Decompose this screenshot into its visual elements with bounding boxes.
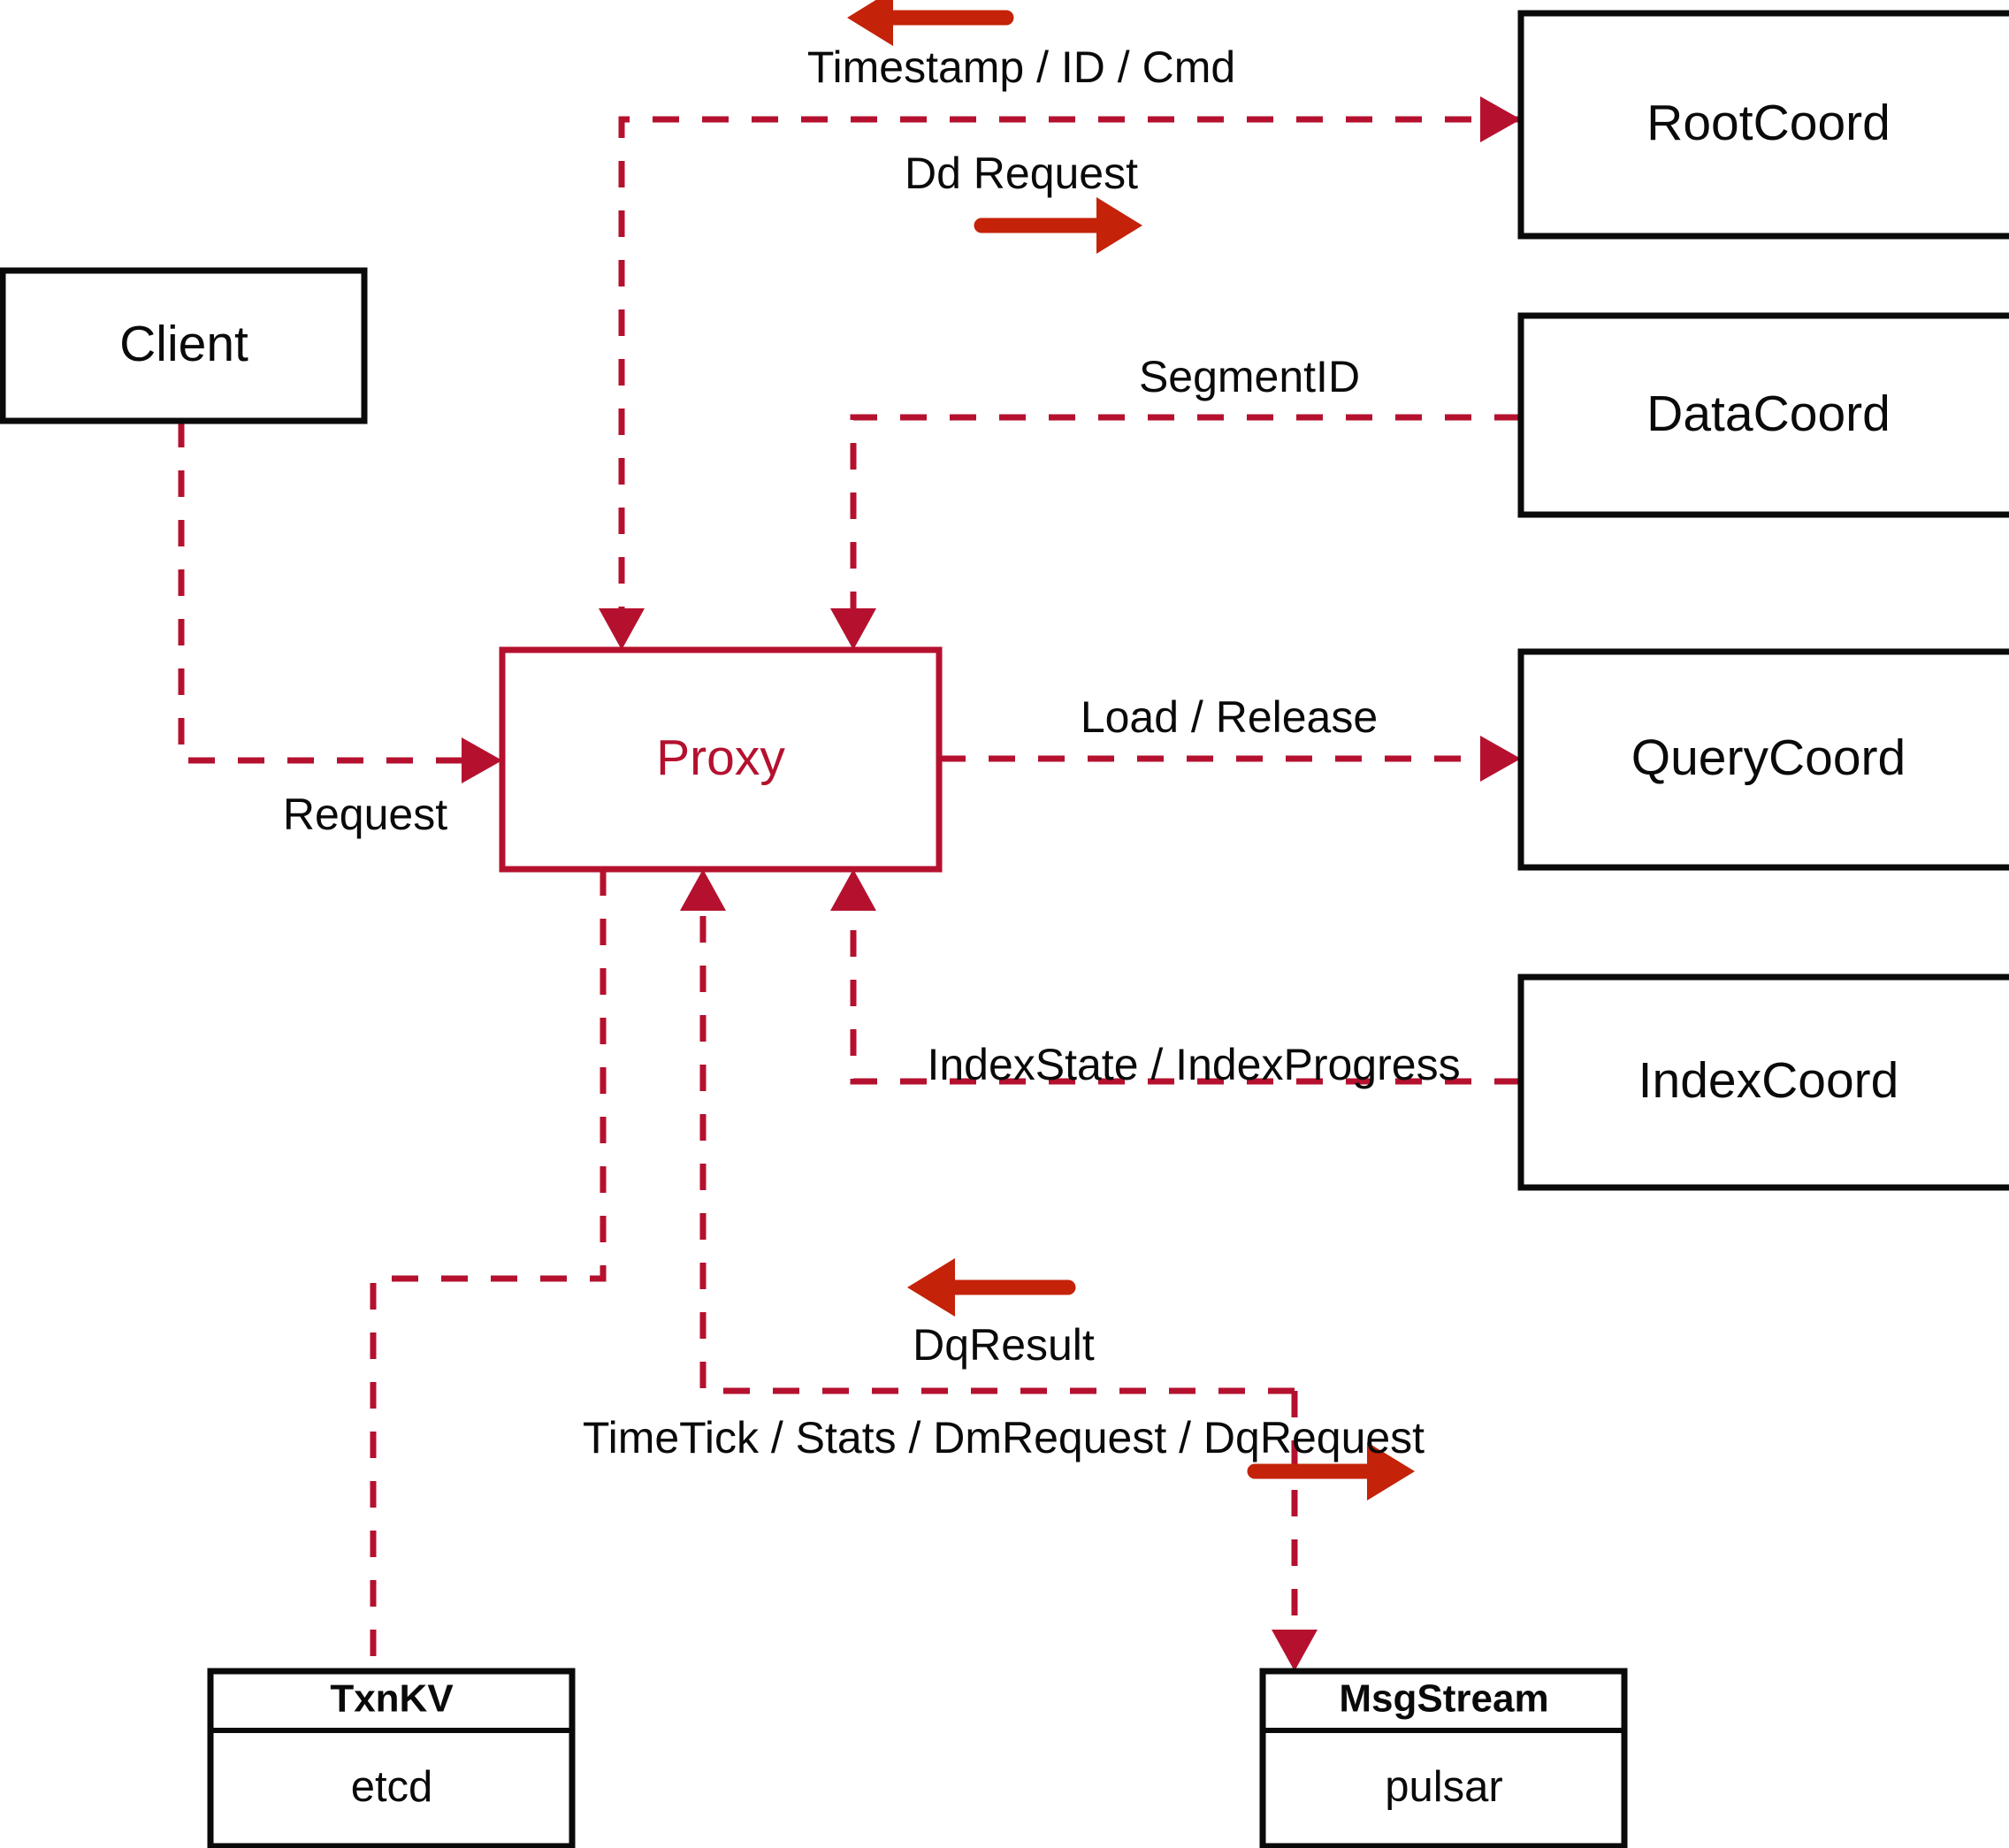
direction-arrow-ddrequest-head: [1096, 197, 1142, 254]
edge-label-request: Request: [283, 790, 447, 839]
node-client[interactable]: Client: [0, 267, 368, 424]
edge-msgstream-dqresult-arrowhead: [680, 869, 726, 911]
edge-proxy-msgstream: [1272, 1391, 1318, 1671]
edge-querycoord-loadrelease: [939, 736, 1521, 782]
direction-arrow-ddrequest: [974, 197, 1142, 254]
direction-arrow-timestamp-head: [847, 0, 893, 46]
node-root-coord-box[interactable]: [1517, 10, 2009, 240]
node-txnkv[interactable]: TxnKV etcd: [207, 1668, 576, 1848]
edge-rootcoord-inbound-head: [1480, 96, 1521, 142]
node-proxy-label: Proxy: [656, 729, 785, 786]
edge-label-indexstate: IndexState / IndexProgress: [927, 1040, 1460, 1089]
node-msgstream-impl: pulsar: [1385, 1763, 1502, 1811]
node-query-coord-label: QueryCoord: [1631, 729, 1906, 786]
node-txnkv-box[interactable]: [207, 1668, 576, 1848]
node-client-label: Client: [119, 316, 248, 372]
edge-rootcoord-timestamp: [599, 116, 1521, 650]
node-index-coord-label: IndexCoord: [1639, 1052, 1899, 1109]
node-data-coord[interactable]: DataCoord: [1517, 312, 2009, 518]
edge-indexcoord-state: [830, 869, 1521, 1085]
edge-rootcoord-timestamp-arrowhead: [599, 608, 645, 650]
edge-indexcoord-state-path: [850, 881, 1521, 1085]
node-txnkv-title: TxnKV: [330, 1677, 454, 1721]
edge-rootcoord-arrowhead: [1480, 96, 1521, 142]
direction-arrow-dqresult: [907, 1258, 1076, 1317]
node-msgstream-box[interactable]: [1259, 1668, 1628, 1848]
edge-querycoord-loadrelease-arrowhead: [1480, 736, 1521, 782]
edge-proxy-txnkv-path: [370, 869, 607, 1671]
node-proxy[interactable]: Proxy: [499, 646, 943, 873]
direction-arrow-dqresult-head: [907, 1258, 955, 1317]
edge-datacoord-segmentid: [830, 414, 1521, 650]
edge-label-dqresult: DqResult: [913, 1320, 1095, 1370]
edge-proxy-msgstream-arrowhead: [1272, 1630, 1318, 1671]
node-data-coord-box[interactable]: [1517, 312, 2009, 518]
node-root-coord[interactable]: RootCoord: [1517, 10, 2009, 240]
node-proxy-box[interactable]: [499, 646, 943, 873]
node-msgstream[interactable]: MsgStream pulsar: [1259, 1668, 1628, 1848]
edge-label-ddrequest: Dd Request: [905, 149, 1138, 198]
node-index-coord-box[interactable]: [1517, 974, 2009, 1191]
edge-datacoord-segmentid-path: [850, 414, 1521, 638]
direction-arrow-dqrequest-head: [1367, 1442, 1415, 1501]
edge-msgstream-dqresult-path: [699, 881, 1295, 1394]
node-root-coord-label: RootCoord: [1646, 95, 1891, 151]
edge-client-request: [178, 421, 502, 783]
edge-rootcoord-timestamp-path: [618, 116, 1521, 638]
node-index-coord[interactable]: IndexCoord: [1517, 974, 2009, 1191]
edge-client-request-path: [178, 421, 493, 764]
edge-msgstream-dqresult: [680, 869, 1295, 1394]
edge-datacoord-segmentid-arrowhead: [830, 608, 876, 650]
node-txnkv-impl: etcd: [351, 1763, 433, 1811]
node-query-coord-box[interactable]: [1517, 648, 2009, 871]
edge-client-request-arrowhead: [462, 737, 502, 783]
node-msgstream-title: MsgStream: [1339, 1677, 1548, 1721]
edge-proxy-txnkv: [370, 869, 607, 1671]
direction-arrow-timestamp: [847, 0, 1014, 46]
edge-indexcoord-state-arrowhead: [830, 869, 876, 911]
edge-label-loadrelease: Load / Release: [1081, 692, 1378, 742]
node-client-box[interactable]: [0, 267, 368, 424]
node-query-coord[interactable]: QueryCoord: [1517, 648, 2009, 871]
node-data-coord-label: DataCoord: [1646, 386, 1891, 442]
edge-label-dqrequest: TimeTick / Stats / DmRequest / DqRequest: [583, 1413, 1425, 1462]
edge-label-timestamp: Timestamp / ID / Cmd: [807, 42, 1235, 92]
direction-arrow-dqrequest: [1247, 1442, 1415, 1501]
edge-label-segmentid: SegmentID: [1139, 352, 1360, 401]
